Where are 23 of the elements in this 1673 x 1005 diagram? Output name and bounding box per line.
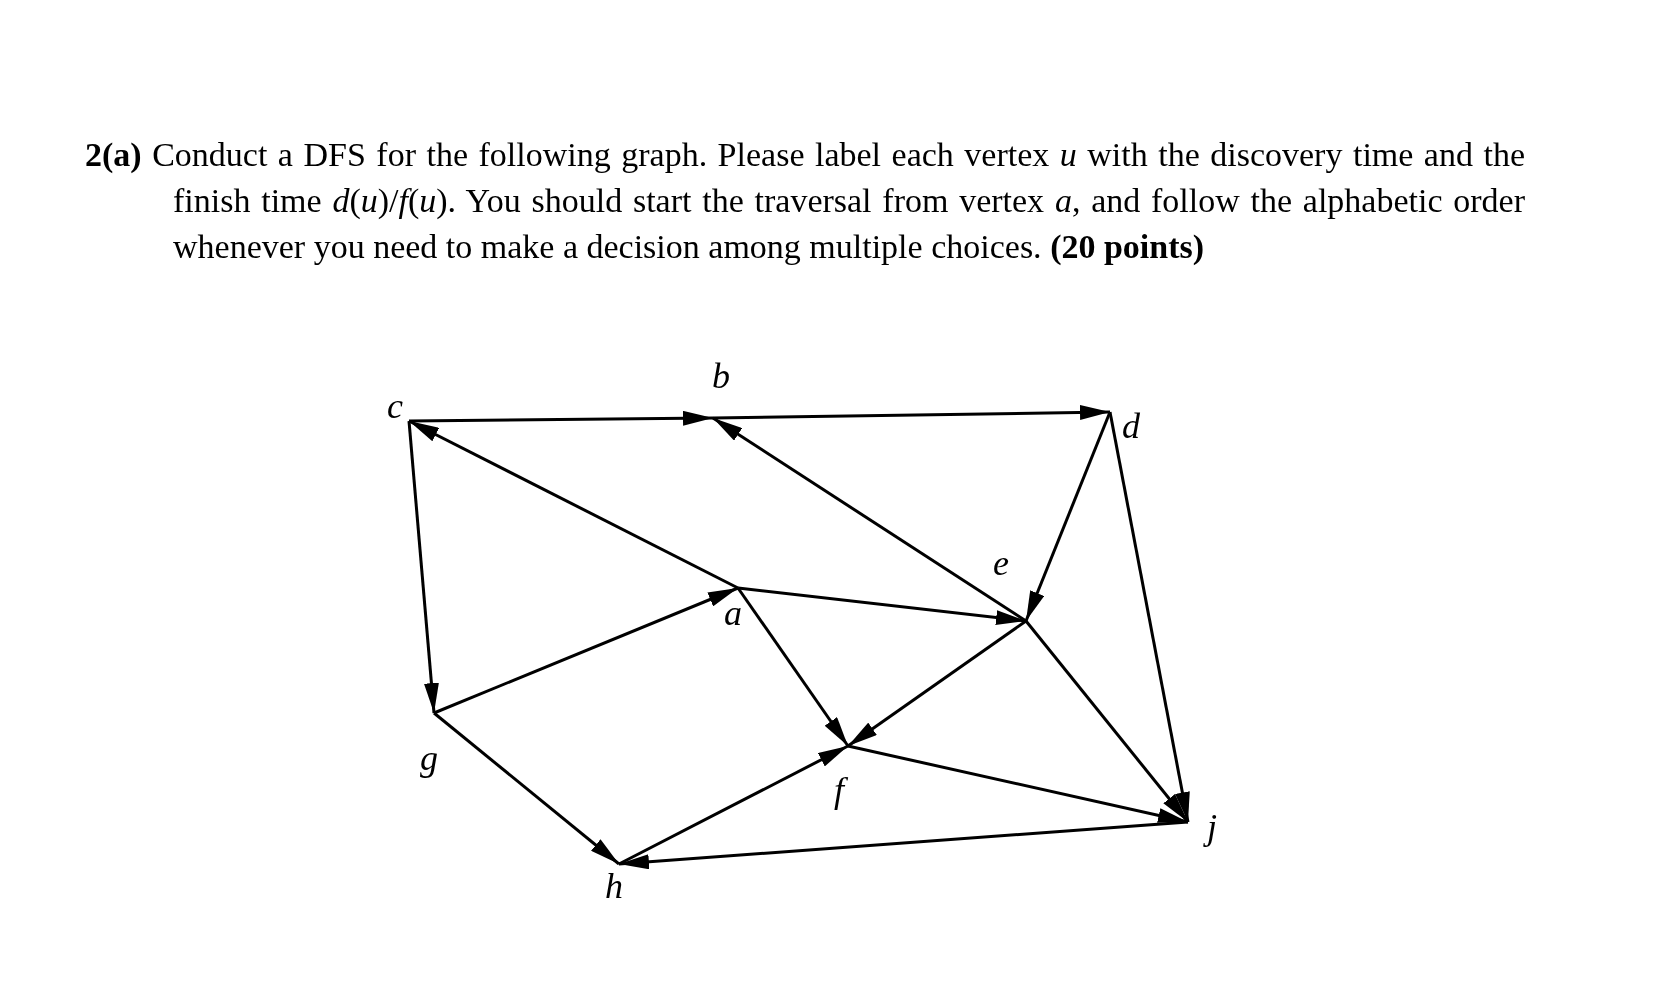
arrow [847,619,1027,748]
vertex-label: h [603,868,625,904]
arrow [409,410,713,426]
vertex-label: j [1205,809,1219,845]
vertex-label: b [710,358,732,394]
vertex-label: d [1120,408,1142,444]
vertex-label: f [832,772,846,808]
arrow [433,586,739,715]
arrow [433,711,620,866]
vertex-label: c [385,388,405,424]
arrow [618,820,1189,870]
vertex-label: a [722,595,744,631]
arrow [1108,411,1190,823]
arrow [408,419,739,590]
arrow [407,420,439,714]
arrow [736,587,850,747]
arrow [737,586,1027,626]
vertex-label: g [418,740,440,776]
arrow [1024,411,1112,622]
arrow [712,404,1111,420]
vertex-label: e [991,545,1011,581]
arrow [847,744,1189,824]
question-text: 2(a) Conduct a DFS for the following graph. Please label each vertex u with the discovery time and the finish time d(u)/f(u). You should start the traversal from vertex a, and follow the alphabetic order whenever you need to make a decision among multiple choices. (20 points) [85,135,1525,267]
